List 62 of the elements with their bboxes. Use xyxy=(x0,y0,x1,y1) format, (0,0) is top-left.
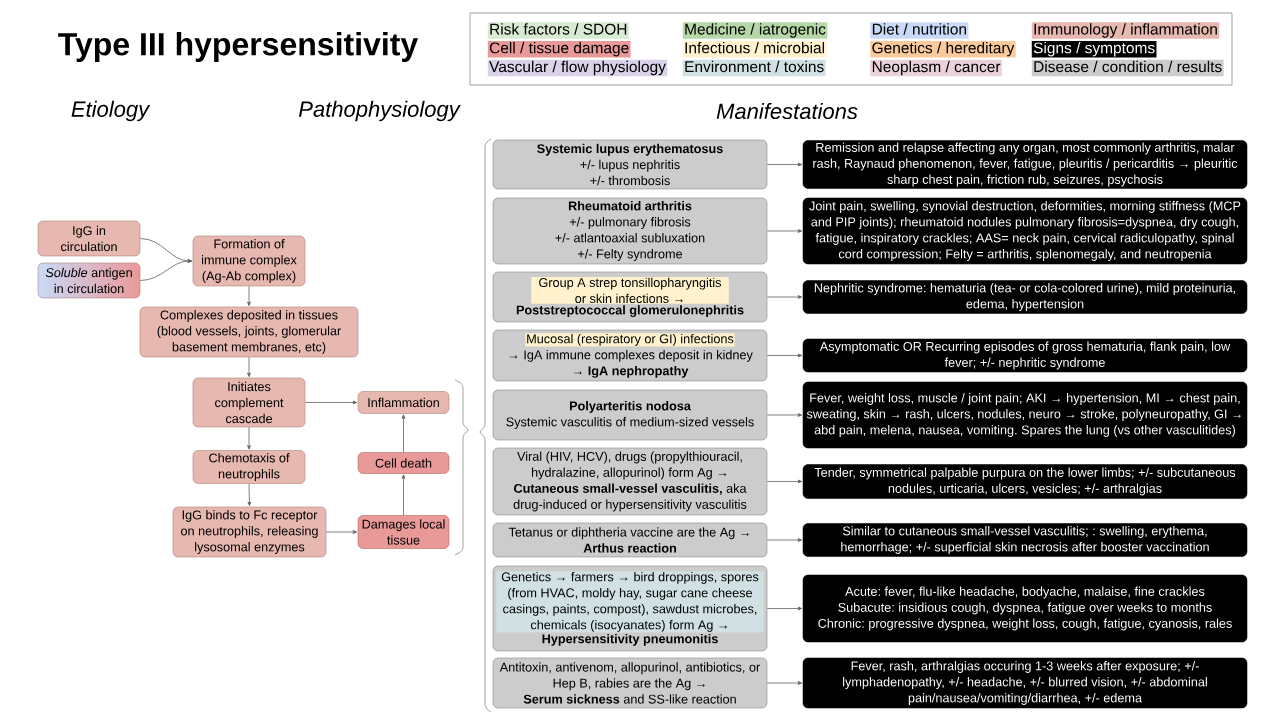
arrow xyxy=(247,356,251,378)
arrow xyxy=(766,606,803,611)
legend-entry: Signs / symptoms xyxy=(1031,40,1157,58)
process-box: Formation of immune complex (Ag-Ab complex) xyxy=(192,235,306,287)
disease-box: Tetanus or diphtheria vaccine are the Ag → Arthus reaction xyxy=(492,522,768,558)
disease-box: Rheumatoid arthritis +/- pulmonary fibrosis +/- atlantoaxial subluxation +/- Felty syndrome xyxy=(492,197,768,265)
disease-box: Mucosal (respiratory or GI) infections → IgA immune complexes deposit in kidney → IgA nephropathy xyxy=(492,329,768,382)
process-box: Chemotaxis of neutrophils xyxy=(192,450,306,484)
arrow xyxy=(766,681,803,685)
legend-entry: Risk factors / SDOH xyxy=(487,22,629,39)
legend-entry: Disease / condition / results xyxy=(1031,59,1224,77)
symptom-box: Similar to cutaneous small-vessel vasculitis; : swelling, erythema, hemorrhage; +/- superficial skin necrosis after booster vaccination xyxy=(802,523,1248,557)
section-heading: Manifestations xyxy=(716,102,858,120)
symptom-box: Acute: fever, flu-like headache, bodyache, malaise, fine crackles Subacute: insidious cough, dyspnea, fatigue over weeks to months Chronic: progressive dyspnea, weight loss, cough, fatigue, cyanosis, rales xyxy=(802,574,1248,643)
legend-entry: Neoplasm / cancer xyxy=(870,59,1002,77)
process-box: Complexes deposited in tissues (blood vessels, joints, glomerular basement membranes, etc) xyxy=(139,306,359,358)
arrow xyxy=(304,400,358,405)
disease-box: Genetics → farmers → bird droppings, spores (from HVAC, moldy hay, sugar cane cheese casings, paints, compost), sawdust microbes, chemicals (isocyanates) form Ag → Hypersensitivity pneumonitis xyxy=(492,565,768,652)
legend-entry: Immunology / inflammation xyxy=(1031,22,1220,39)
arrow xyxy=(766,229,803,233)
arrow xyxy=(401,474,406,516)
arrow xyxy=(247,483,252,507)
arrow xyxy=(766,295,803,299)
symptom-box: Fever, weight loss, muscle / joint pain; AKI → hypertension, MI → chest pain, sweating, skin → rash, ulcers, nodules, neuro → stroke, polyneuropathy, GI → abd pain, melena, nausea, vomiting. Spares the lung (vs other vasculitides) xyxy=(802,381,1248,449)
section-heading: Etiology xyxy=(71,100,151,122)
legend-entry: Environment / toxins xyxy=(682,59,826,77)
disease-box: Antitoxin, antivenom, allopurinol, antibiotics, or Hep B, rabies are the Ag → Serum sickness and SS-like reaction xyxy=(492,657,768,709)
disease-box: Viral (HIV, HCV), drugs (propylthiouracil, hydralazine, allopurinol) form Ag → Cutaneous small-vessel vasculitis, aka drug-induced or hypersensitivity vasculitis xyxy=(492,447,768,516)
arrow xyxy=(325,530,358,534)
legend-entry: Infectious / microbial xyxy=(682,40,827,58)
process-box: IgG in circulation xyxy=(37,220,141,257)
arrow xyxy=(766,479,803,484)
legend-entry: Genetics / hereditary xyxy=(870,40,1016,58)
arrow xyxy=(766,413,803,417)
symptom-box: Joint pain, swelling, synovial destruction, deformities, morning stiffness (MCP and PIP joints); rheumatoid nodules pulmonary fibrosis=dyspnea, dry cough, fatigue, inspiratory crackles; AAS= neck pain, cervical radiculopathy, spinal cord compression; Felty = arthritis, splenomegaly, and neutropenia xyxy=(802,197,1248,265)
legend-entry: Cell / tissue damage xyxy=(487,40,631,58)
arrow xyxy=(401,414,406,453)
symptom-box: Fever, rash, arthralgias occuring 1-3 weeks after exposure; +/- lymphadenopathy, +/- headache, +/- blurred vision, +/- abdominal pain/nausea/vomiting/diarrhea, +/- edema xyxy=(802,657,1248,709)
symptom-box: Nephritic syndrome: hematuria (tea- or cola-colored urine), mild proteinuria, edema, hypertension xyxy=(802,280,1248,314)
process-box: Initiates complement cascade xyxy=(192,377,306,428)
title: Type III hypersensitivity xyxy=(58,32,419,62)
symptom-box: Remission and relapse affecting any organ, most commonly arthritis, malar rash, Raynaud phenomenon, fever, fatigue, pleuritis / pericarditis → pleuritic sharp chest pain, friction rub, seizures, psychosis xyxy=(802,140,1248,189)
disease-box: Polyarteritis nodosa Systemic vasculitis of medium-sized vessels xyxy=(492,389,768,441)
arrow xyxy=(247,285,251,307)
arrow xyxy=(766,538,803,542)
process-box: Soluble antigen in circulation xyxy=(37,262,141,299)
symptom-box: Tender, symmetrical palpable purpura on the lower limbs; +/- subcutaneous nodules, urticaria, ulcers, vesicles; +/- arthralgias xyxy=(802,464,1248,499)
arrow xyxy=(247,426,251,450)
arrow xyxy=(766,162,803,167)
disease-box: Systemic lupus erythematosus +/- lupus nephritis +/- thrombosis xyxy=(492,139,768,190)
process-box: Inflammation xyxy=(357,391,450,414)
symptom-box: Asymptomatic OR Recurring episodes of gross hematuria, flank pain, low fever; +/- nephritic syndrome xyxy=(802,338,1248,373)
legend-entry: Vascular / flow physiology xyxy=(487,59,668,77)
process-box: IgG binds to Fc receptor on neutrophils, releasing lysosomal enzymes xyxy=(172,506,327,558)
process-box: Cell death xyxy=(357,452,450,474)
legend-entry: Medicine / iatrogenic xyxy=(682,22,828,39)
process-box: Damages local tissue xyxy=(357,515,450,549)
legend-entry: Diet / nutrition xyxy=(870,22,969,39)
disease-box: Group A strep tonsillopharyngitis or skin infections → Poststreptococcal glomerulonephritis xyxy=(492,271,768,323)
section-heading: Pathophysiology xyxy=(298,100,461,122)
arrow xyxy=(766,353,803,358)
arrow xyxy=(139,259,193,281)
